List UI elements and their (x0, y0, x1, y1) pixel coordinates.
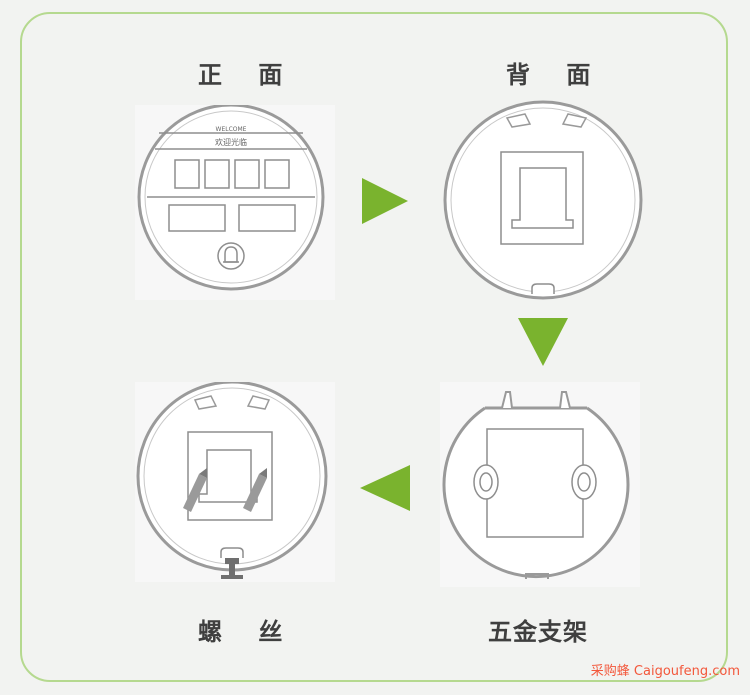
bell-icon (217, 242, 245, 270)
watermark: 采购蜂 Caigoufeng.com (590, 664, 740, 679)
label-screw: 螺 丝 (198, 618, 297, 646)
screw-right-icon (243, 468, 267, 512)
arrow-left (360, 465, 410, 511)
arrow-down (518, 318, 568, 366)
content-frame (20, 12, 728, 682)
metal-bracket-diagram (440, 382, 640, 587)
label-back: 背 面 (506, 61, 605, 89)
doorbell-front-diagram: WELCOME 欢迎光临 (135, 105, 335, 300)
bottom-screw-icon (221, 558, 243, 579)
doorbell-screw-diagram (135, 382, 335, 582)
arrow-right (362, 178, 408, 224)
screw-left-icon (183, 468, 207, 512)
label-front: 正 面 (198, 61, 297, 89)
doorbell-back-diagram (443, 100, 643, 300)
welcome-text: WELCOME (216, 126, 247, 133)
welcome-chinese-text: 欢迎光临 (215, 137, 247, 147)
label-bracket: 五金支架 (488, 618, 588, 646)
